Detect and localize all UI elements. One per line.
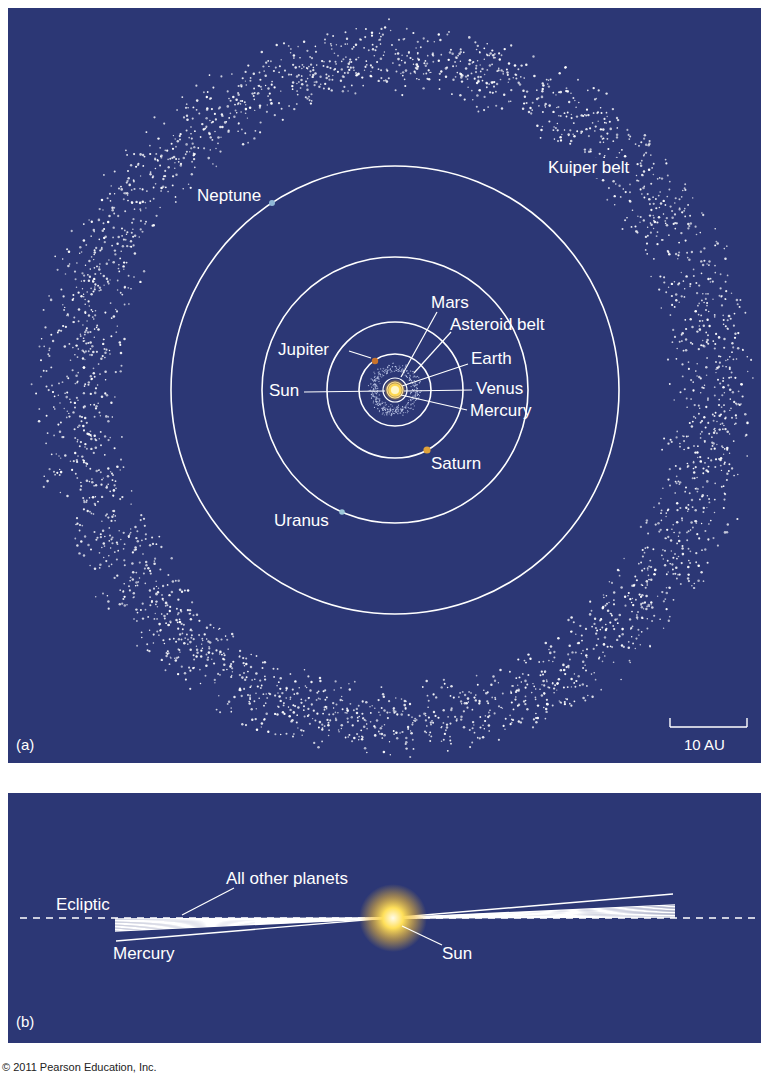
sun-glow: [359, 884, 427, 952]
planet-label: Venus: [476, 379, 523, 399]
star-label: Sun: [269, 381, 299, 401]
plane-label: Ecliptic: [56, 895, 110, 915]
leader-lines: [304, 312, 472, 410]
planet-label: Saturn: [431, 454, 481, 474]
panel-a-ground: [8, 8, 761, 763]
planet-label: Mercury: [470, 401, 531, 421]
panel-b-ground: [8, 793, 761, 1043]
planet-label: Jupiter: [278, 340, 329, 360]
planet-label: Mars: [431, 293, 469, 313]
planet-label: Neptune: [197, 186, 261, 206]
orbit-label: All other planets: [226, 869, 348, 889]
copyright-note: © 2011 Pearson Education, Inc.: [2, 1057, 157, 1077]
asteroid-belt-dots: [368, 362, 422, 416]
leader-lines: [182, 888, 442, 945]
scale-bar: [670, 718, 747, 727]
panel-letter: (b): [16, 1012, 34, 1032]
star-label: Sun: [442, 944, 472, 964]
kuiper-belt-dots: [31, 18, 754, 758]
orbit-label: Mercury: [113, 944, 174, 964]
inner-orbits: [383, 378, 407, 402]
planet-label: Earth: [471, 349, 512, 369]
orbits: [171, 166, 619, 614]
scale-label: 10 AU: [684, 735, 725, 755]
sun-glow: [384, 379, 406, 401]
panel-letter: (a): [16, 735, 34, 755]
region-label: Asteroid belt: [450, 315, 545, 335]
planet-label: Uranus: [274, 511, 329, 531]
sun-core: [391, 386, 399, 394]
region-label: Kuiper belt: [545, 158, 632, 178]
planet-dots: [269, 200, 431, 515]
